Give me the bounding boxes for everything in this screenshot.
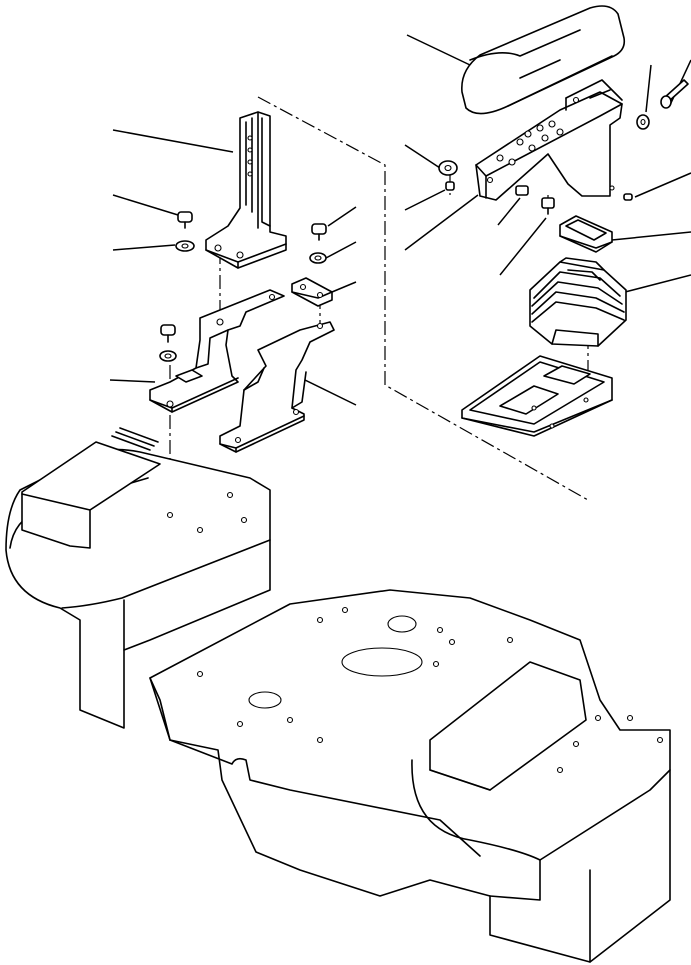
leader-line	[611, 231, 691, 241]
leader-line	[304, 379, 357, 406]
leader-line	[499, 217, 547, 276]
mounting-bolt	[177, 211, 193, 229]
leader-line	[331, 281, 357, 293]
lever-box	[475, 79, 623, 201]
leader-line	[327, 206, 357, 227]
mounting-bolt	[160, 324, 176, 343]
leader-line	[112, 129, 234, 153]
mounting-bolt	[660, 79, 689, 109]
leader-line	[112, 194, 179, 216]
washer	[159, 350, 177, 362]
leader-line	[109, 379, 156, 383]
leader-line	[645, 64, 652, 113]
seat-base	[149, 589, 671, 963]
console-bracket	[205, 111, 287, 269]
leader-line	[406, 34, 471, 66]
leader-line	[404, 189, 446, 211]
leader-line	[497, 197, 521, 226]
support-bracket	[149, 289, 285, 413]
spacer-plate	[291, 277, 333, 307]
mounting-bolt	[623, 193, 633, 201]
washer	[438, 160, 458, 176]
support-bracket	[219, 321, 335, 453]
console-cover	[461, 355, 613, 437]
leader-line	[404, 194, 479, 251]
boot-frame	[559, 215, 613, 253]
mounting-bolt	[445, 181, 455, 191]
washer	[175, 240, 195, 252]
leader-lines	[109, 34, 691, 406]
leader-line	[634, 172, 691, 198]
leader-line	[325, 241, 357, 259]
leader-line	[624, 274, 691, 293]
rubber-boot	[529, 257, 627, 347]
leader-line	[404, 144, 441, 169]
leader-line	[112, 244, 176, 251]
mounting-bolt	[515, 185, 529, 196]
mounting-bolt	[541, 197, 555, 215]
seat-base	[5, 427, 271, 729]
washer	[636, 114, 650, 130]
washer	[309, 252, 327, 264]
armrest	[461, 5, 626, 115]
mounting-bolt	[311, 223, 327, 241]
